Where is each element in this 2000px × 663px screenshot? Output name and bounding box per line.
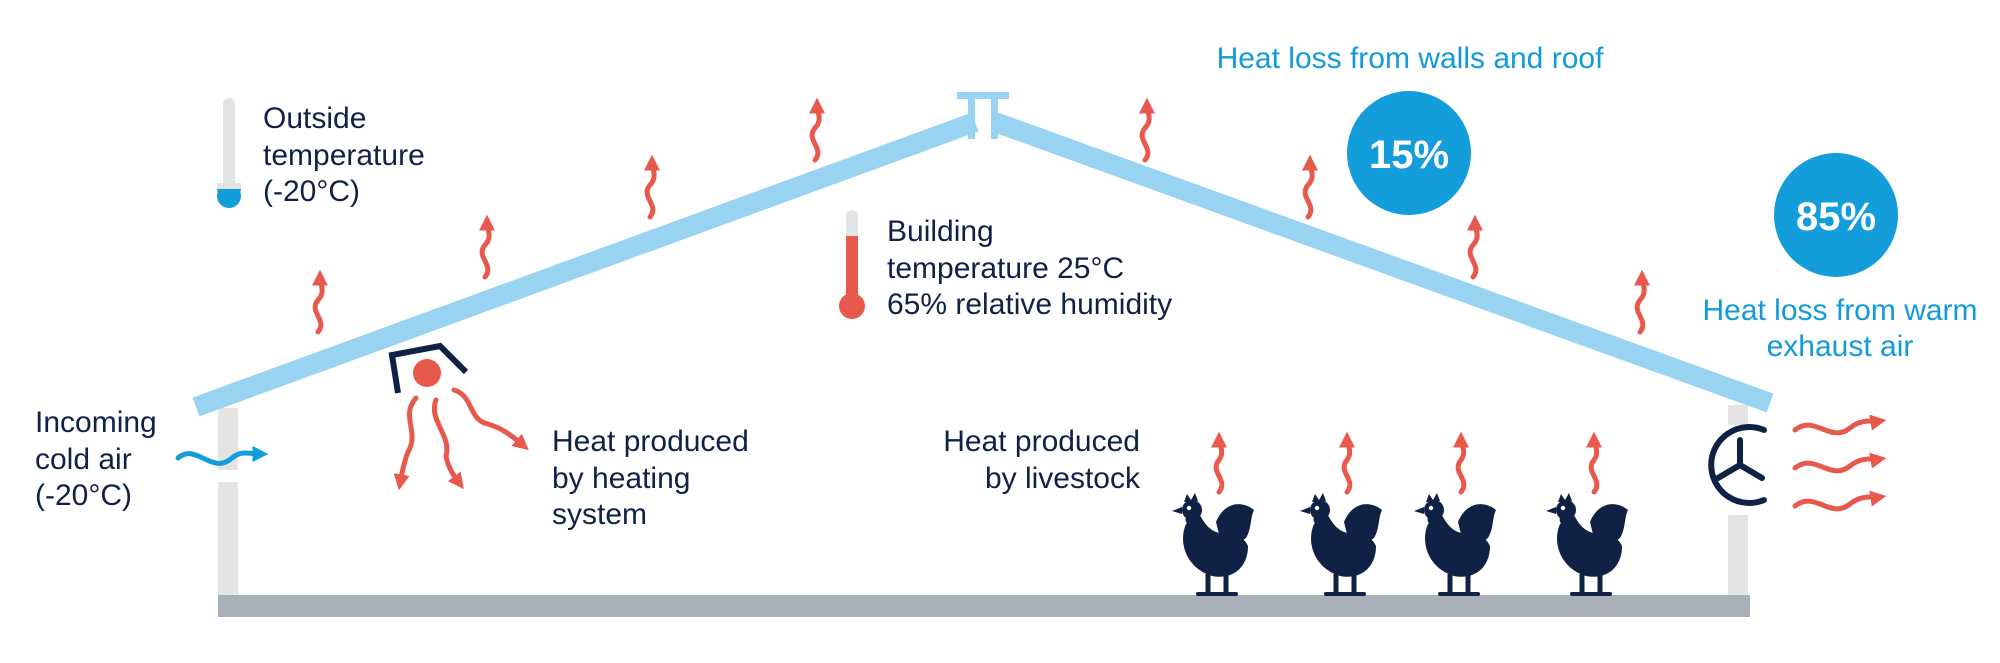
heater-icon bbox=[388, 342, 469, 394]
roof-heat-arrow bbox=[1302, 154, 1319, 220]
thermometer-warm-icon bbox=[839, 210, 865, 319]
right-wall-lower bbox=[1728, 515, 1748, 595]
roof-heat-arrow bbox=[1467, 214, 1484, 280]
incoming-air-label-line1: Incoming bbox=[35, 406, 157, 439]
heating-label-line3: system bbox=[552, 498, 647, 531]
livestock-label-line2: by livestock bbox=[985, 462, 1141, 495]
thermometer-cold-icon bbox=[217, 98, 241, 208]
incoming-air-label-line2: cold air bbox=[35, 443, 132, 476]
walls-roof-loss-percent: 15% bbox=[1369, 133, 1449, 177]
chicken-icon bbox=[1546, 493, 1628, 594]
outside-temp-label-line2: temperature bbox=[263, 139, 425, 172]
livestock-heat-arrows-icon bbox=[1211, 431, 1603, 495]
exhaust-heat-arrow bbox=[1792, 452, 1887, 474]
roof-heat-arrow bbox=[312, 269, 329, 335]
chicken-icon bbox=[1172, 493, 1254, 594]
exhaust-loss-badge bbox=[1774, 153, 1898, 277]
exhaust-heat-arrow bbox=[1792, 414, 1887, 436]
outside-temp-label-line1: Outside bbox=[263, 102, 366, 135]
exhaust-loss-percent: 85% bbox=[1796, 195, 1876, 239]
heating-label-line2: by heating bbox=[552, 462, 690, 495]
roof-vent-icon bbox=[957, 92, 1009, 139]
livestock-heat-arrow bbox=[1586, 431, 1603, 495]
roof-heat-arrow bbox=[1634, 269, 1651, 335]
roof-right bbox=[991, 112, 1774, 413]
floor-slab bbox=[218, 595, 1750, 617]
chicken-icon bbox=[1300, 493, 1382, 594]
livestock-heat-arrow bbox=[1453, 431, 1470, 495]
left-wall-lower bbox=[218, 482, 238, 595]
exhaust-heat-arrows-icon bbox=[1792, 414, 1887, 512]
incoming-air-label-line3: (-20°C) bbox=[35, 479, 132, 512]
heating-label-line1: Heat produced bbox=[552, 425, 749, 458]
cold-air-arrow-icon bbox=[175, 445, 269, 466]
heater-heat-arrow bbox=[393, 395, 419, 491]
roof-heat-arrow bbox=[644, 154, 661, 220]
heater-heat-arrow bbox=[451, 387, 529, 451]
right-wall-upper bbox=[1728, 405, 1748, 425]
exhaust-loss-label-line2: exhaust air bbox=[1767, 330, 1914, 363]
roof-heat-arrow bbox=[809, 97, 826, 163]
exhaust-heat-arrow bbox=[1792, 490, 1887, 512]
livestock-heat-arrow bbox=[1339, 431, 1356, 495]
building-temp-label-line1: Building bbox=[887, 215, 994, 248]
roof-heat-arrow bbox=[479, 214, 496, 280]
heater-heat-arrow bbox=[431, 397, 464, 490]
roof-heat-arrow bbox=[1139, 97, 1156, 163]
heating-heat-arrows-icon bbox=[393, 387, 529, 491]
walls-roof-loss-title: Heat loss from walls and roof bbox=[1217, 42, 1604, 75]
building-temp-label-line3: 65% relative humidity bbox=[887, 288, 1172, 321]
building-temp-label-line2: temperature 25°C bbox=[887, 252, 1124, 285]
chicken-icon bbox=[1414, 493, 1496, 594]
livestock-heat-arrow bbox=[1211, 431, 1228, 495]
exhaust-loss-label-line1: Heat loss from warm bbox=[1702, 294, 1977, 327]
walls-roof-loss-badge bbox=[1347, 91, 1471, 215]
outside-temp-label-line3: (-20°C) bbox=[263, 175, 360, 208]
livestock-label-line1: Heat produced bbox=[943, 425, 1140, 458]
roof-left bbox=[192, 112, 979, 417]
exhaust-fan-icon bbox=[1708, 424, 1767, 506]
roof-heat-arrows-icon bbox=[312, 97, 1651, 335]
